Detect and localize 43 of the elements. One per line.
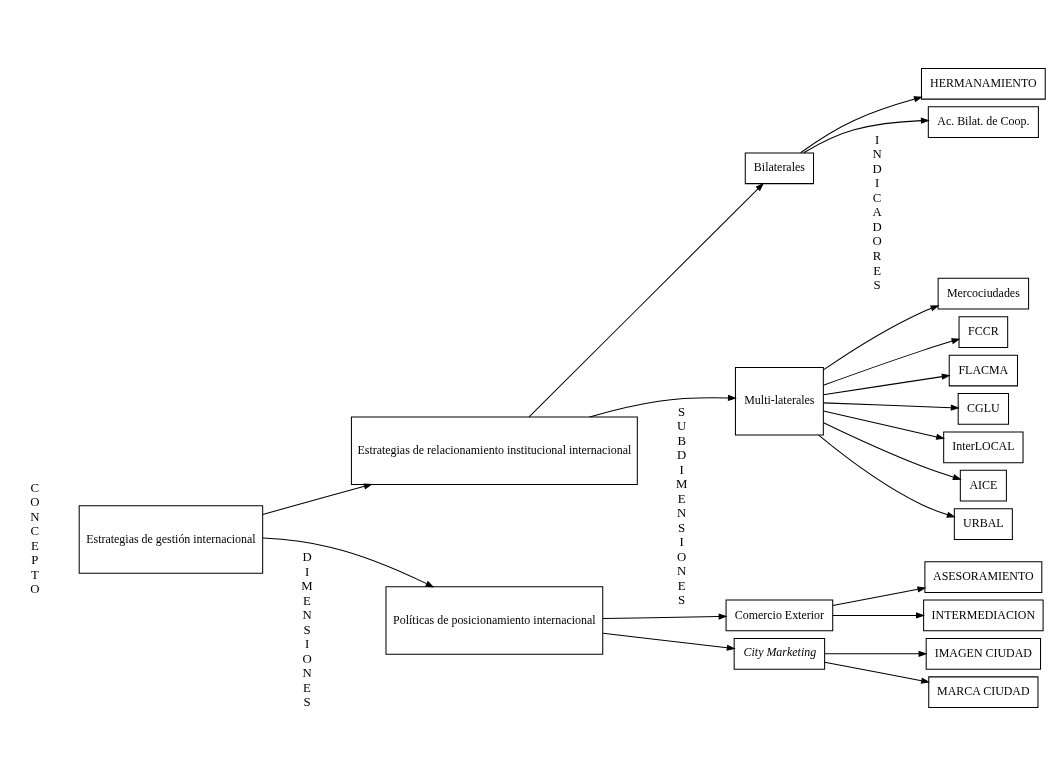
node-box: ASESORAMIENTO bbox=[924, 561, 1043, 593]
arrow bbox=[824, 661, 931, 684]
node-box: InterLOCAL bbox=[943, 431, 1024, 464]
arrow bbox=[589, 394, 737, 418]
arrow bbox=[822, 373, 951, 396]
label: I N D I C A D O R E S bbox=[872, 132, 882, 293]
arrow bbox=[822, 338, 961, 386]
node-box: Políticas de posicionamiento internacional bbox=[385, 586, 604, 655]
node-box: Mercociudades bbox=[937, 277, 1030, 310]
node-box: Bilaterales bbox=[744, 152, 815, 185]
arrow bbox=[824, 650, 928, 657]
node-box: AICE bbox=[959, 469, 1007, 502]
node-box: Comercio Exterior bbox=[725, 599, 834, 632]
node-box: City Marketing bbox=[733, 637, 826, 670]
node-box: MARCA CIUDAD bbox=[928, 676, 1039, 709]
node-box: Estrategias de relacionamiento institucional internacional bbox=[350, 416, 638, 485]
label: S U B D I M E N S I O N E S bbox=[675, 404, 688, 608]
arrow bbox=[822, 402, 960, 411]
arrow bbox=[822, 410, 946, 440]
node-box: HERMANAMIENTO bbox=[920, 67, 1046, 100]
node-box: IMAGEN CIUDAD bbox=[925, 637, 1042, 670]
node-box: INTERMEDIACION bbox=[923, 599, 1044, 632]
node-box: FCCR bbox=[958, 316, 1009, 348]
arrow bbox=[818, 434, 956, 518]
label: D I M E N S I O N E S bbox=[301, 550, 313, 710]
node-box: Ac. Bilat. de Coop. bbox=[927, 106, 1039, 139]
arrow bbox=[832, 586, 927, 606]
arrow bbox=[822, 305, 940, 371]
node-box: Estrategias de gestión internacional bbox=[78, 505, 264, 574]
node-box: Multi-laterales bbox=[734, 367, 824, 436]
node-box: CGLU bbox=[957, 393, 1010, 425]
arrow bbox=[823, 422, 962, 481]
arrow bbox=[262, 483, 373, 515]
arrow bbox=[602, 632, 736, 651]
arrow bbox=[528, 182, 765, 418]
arrow bbox=[832, 612, 925, 619]
label: C O N C E P T O bbox=[30, 480, 40, 597]
arrow bbox=[800, 96, 923, 154]
node-box: FLACMA bbox=[948, 354, 1018, 387]
arrow bbox=[803, 117, 930, 154]
arrow bbox=[602, 613, 728, 620]
node-box: URBAL bbox=[953, 508, 1013, 540]
arrow bbox=[262, 537, 435, 588]
